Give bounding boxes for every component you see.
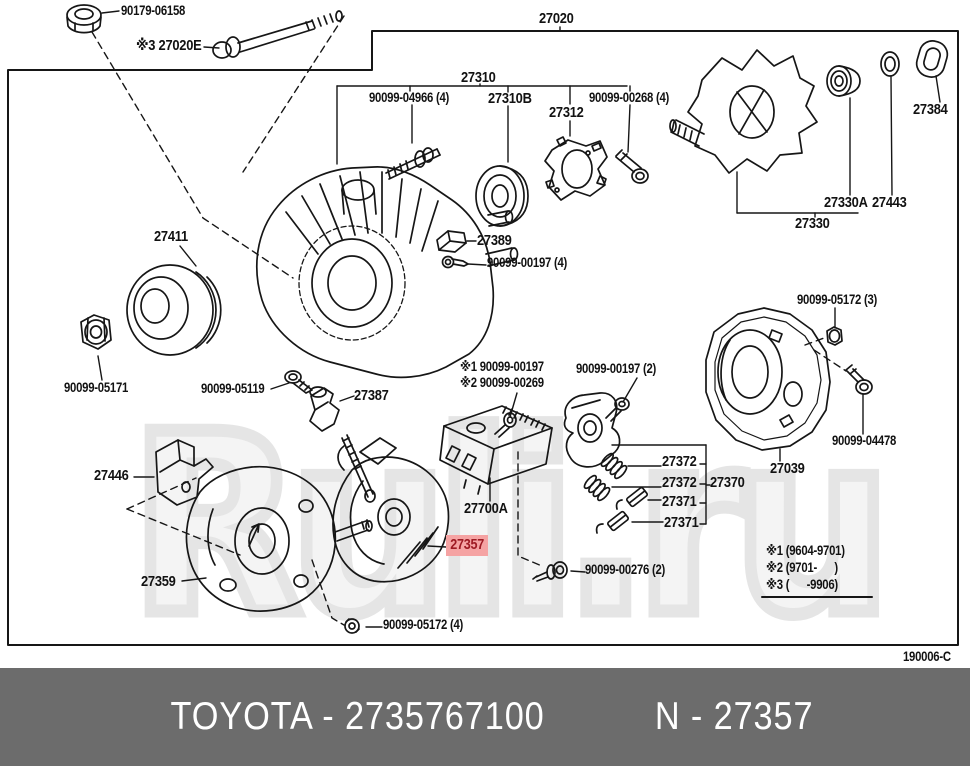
part-label-90099-05172-4[interactable]: 90099-05172 (4): [383, 617, 464, 632]
part-label-27387[interactable]: 27387: [354, 387, 389, 404]
bracket-27446-drawing: [155, 439, 214, 506]
part-label-27446[interactable]: 27446: [94, 467, 129, 484]
bearing-27310b-drawing: [475, 165, 529, 227]
pulley-27411-drawing: [126, 264, 222, 356]
part-label-27310b[interactable]: 27310B: [488, 90, 532, 107]
part-label-27384[interactable]: 27384: [913, 101, 948, 118]
seal-27384-drawing: [915, 40, 949, 78]
part-label-90099-00197-4[interactable]: 90099-00197 (4): [487, 255, 568, 270]
nut-90179-drawing: [66, 4, 102, 34]
part-label-90099-04478[interactable]: 90099-04478: [832, 433, 897, 448]
part-label-27370[interactable]: 27370: [710, 474, 745, 491]
bolt-00268-drawing: [615, 149, 649, 184]
part-label-27020e[interactable]: ※3 27020E: [136, 37, 202, 54]
part-label-27039[interactable]: 27039: [770, 460, 805, 477]
part-label-27411[interactable]: 27411: [154, 228, 188, 245]
part-label-90099-05172-3[interactable]: 90099-05172 (3): [797, 292, 878, 307]
part-label-27359[interactable]: 27359: [141, 573, 176, 590]
part-label-90099-00268[interactable]: 90099-00268 (4): [589, 90, 670, 105]
brush-holder-27370-drawing: [563, 392, 621, 468]
screw-s1-s2-drawing: [494, 412, 517, 438]
part-label-27371-a[interactable]: 27371: [662, 493, 697, 510]
screw-00276-drawing: [532, 561, 568, 582]
stud-04966-drawing: [385, 147, 441, 180]
part-label-27700a[interactable]: 27700A: [464, 500, 508, 517]
regulator-27700a-drawing: [439, 405, 553, 495]
screw-00197-2-drawing: [605, 397, 630, 422]
screw-05172-4-drawing: [344, 618, 360, 634]
part-label-90099-05119[interactable]: 90099-05119: [201, 381, 265, 396]
ring-27443-drawing: [880, 51, 900, 77]
footer-part-title: TOYOTA - 2735767100: [170, 695, 545, 738]
bearing-27330a-drawing: [826, 65, 861, 97]
front-housing-drawing: [255, 166, 519, 379]
end-plate-27359-drawing: [185, 465, 373, 612]
rotor-27330-drawing: [669, 49, 818, 174]
brushes-27371-drawing: [595, 486, 649, 534]
brush-frame-27357-drawing: [332, 437, 450, 583]
part-label-27330[interactable]: 27330: [795, 215, 830, 232]
part-label-27312[interactable]: 27312: [549, 104, 584, 121]
bolt-05119-drawing: [284, 370, 313, 394]
part-label-90099-00276[interactable]: 90099-00276 (2): [585, 562, 666, 577]
bolt-27020e-drawing: [212, 10, 343, 59]
rear-cover-27039-drawing: [705, 307, 831, 451]
callout-lines: [97, 10, 941, 628]
part-label-27371-b[interactable]: 27371: [664, 514, 699, 531]
part-label-90099-00197-2[interactable]: 90099-00197 (2): [576, 361, 657, 376]
part-label-27389[interactable]: 27389: [477, 232, 512, 249]
bolt-04478-drawing: [845, 364, 873, 395]
note-range-3: ※3 ( -9906): [766, 577, 838, 592]
part-label-27443[interactable]: 27443: [872, 194, 907, 211]
part-label-note1-90099-00197[interactable]: ※1 90099-00197: [460, 359, 544, 374]
part-label-27357-highlighted[interactable]: 27357: [446, 535, 489, 556]
footer-bar: TOYOTA - 2735767100 N - 27357: [0, 668, 970, 766]
springs-27372-drawing: [583, 452, 628, 502]
screw-00197-4-drawing: [441, 255, 469, 269]
part-label-27310[interactable]: 27310: [461, 69, 496, 86]
part-label-90099-05171[interactable]: 90099-05171: [64, 380, 129, 395]
part-label-27330a[interactable]: 27330A: [824, 194, 868, 211]
part-label-27372-b[interactable]: 27372: [662, 474, 697, 491]
nut-05171-drawing: [80, 314, 112, 350]
part-label-note2-90099-00269[interactable]: ※2 90099-00269: [460, 375, 544, 390]
note-range-2: ※2 (9701- ): [766, 560, 838, 575]
insulator-27387-drawing: [309, 386, 340, 432]
nut-05172-3-drawing: [826, 326, 843, 346]
part-label-27372-a[interactable]: 27372: [662, 453, 697, 470]
diagram-border: [7, 30, 959, 646]
retainer-27312-drawing: [544, 136, 608, 201]
diagram-code: 190006-C: [903, 649, 951, 664]
footer-part-number: N - 27357: [655, 695, 814, 738]
note-range-1: ※1 (9604-9701): [766, 543, 845, 558]
part-label-90179-06158[interactable]: 90179-06158: [121, 3, 186, 18]
part-label-27020[interactable]: 27020: [539, 10, 574, 27]
clamp-27389-drawing: [436, 230, 467, 253]
dashed-lines: [91, 15, 847, 626]
part-label-90099-04966[interactable]: 90099-04966 (4): [369, 90, 450, 105]
